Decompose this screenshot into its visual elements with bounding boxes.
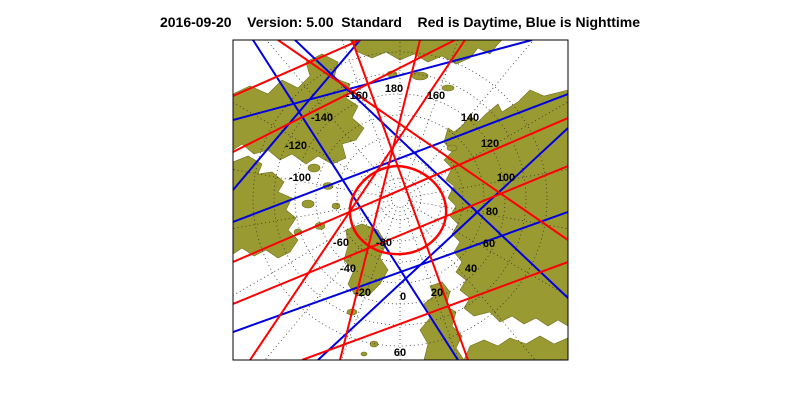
lon-label: -120 xyxy=(285,140,307,152)
lon-label: 60 xyxy=(394,347,406,359)
lon-label: -140 xyxy=(311,112,333,124)
latitude-circle xyxy=(273,72,527,326)
lon-label: 160 xyxy=(427,90,445,102)
night-track xyxy=(233,211,568,333)
day-track xyxy=(233,165,568,305)
island xyxy=(331,202,341,210)
landmasses xyxy=(233,40,568,360)
lon-label: 20 xyxy=(431,287,443,299)
day-track xyxy=(233,40,456,153)
island-uk xyxy=(360,351,368,357)
lon-label: -160 xyxy=(346,90,368,102)
day-track xyxy=(249,40,466,360)
latitude-circle xyxy=(252,51,548,347)
landmass-siberia xyxy=(443,89,568,327)
day-track xyxy=(301,261,568,360)
lon-label: -100 xyxy=(289,172,311,184)
night-track xyxy=(233,40,361,191)
island xyxy=(411,71,429,81)
lon-label: 140 xyxy=(461,112,479,124)
night-track xyxy=(233,40,533,121)
lon-label: 120 xyxy=(481,138,499,150)
island xyxy=(301,199,315,209)
lon-label: 0 xyxy=(400,291,406,303)
island xyxy=(441,84,455,92)
landmass-scandinavia xyxy=(419,281,465,360)
lon-label: 40 xyxy=(465,263,477,275)
latitude-circle xyxy=(315,114,485,284)
plot-title: 2016-09-20 Version: 5.00 Standard Red is… xyxy=(159,14,641,30)
lon-label: -60 xyxy=(333,237,349,249)
day-tracks xyxy=(233,40,568,360)
longitude-labels: -160 180 160 -140 140 -120 120 -100 100 -80 80 -60 6… xyxy=(285,83,515,359)
lon-label: 180 xyxy=(385,83,403,95)
lon-label: -40 xyxy=(340,263,356,275)
lon-label: 100 xyxy=(497,172,515,184)
day-track xyxy=(339,40,421,360)
night-track xyxy=(252,40,459,360)
auroral-oval xyxy=(348,164,448,256)
map-frame xyxy=(232,39,569,361)
island xyxy=(446,144,458,152)
lon-label: -80 xyxy=(376,237,392,249)
latitude-circle xyxy=(357,156,443,242)
lon-label: 80 xyxy=(486,206,498,218)
island xyxy=(307,163,321,173)
day-track xyxy=(233,40,361,97)
day-track xyxy=(277,40,568,241)
lon-label: -20 xyxy=(355,287,371,299)
landmass-europe-asia-south xyxy=(463,335,568,360)
lon-label: 60 xyxy=(483,238,495,250)
night-track xyxy=(317,127,568,360)
day-track xyxy=(233,117,568,263)
night-track xyxy=(233,93,568,223)
